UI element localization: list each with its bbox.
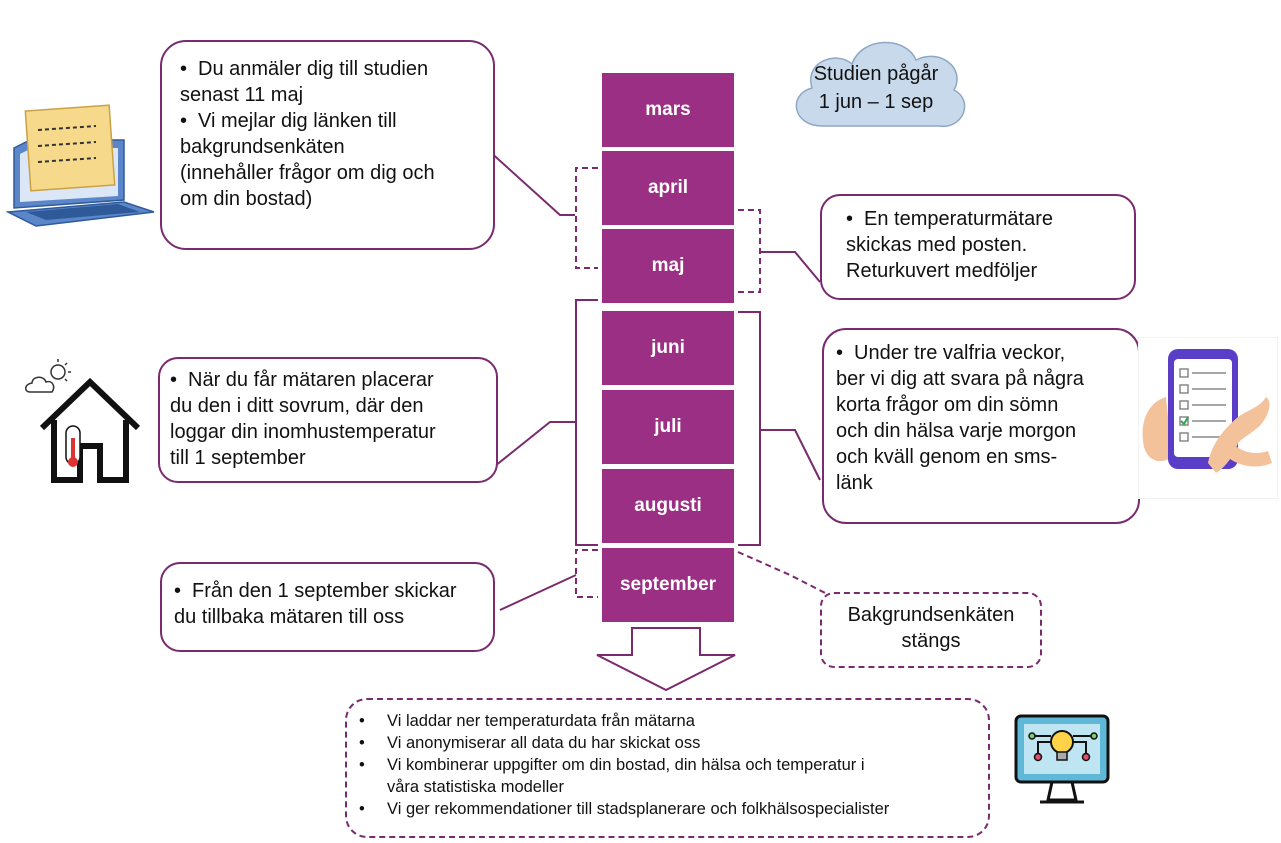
signup-connector <box>487 149 575 216</box>
laptop-icon <box>6 104 155 227</box>
month-juli: juli <box>601 389 735 465</box>
sms-line-2: ber vi dig att svara på några <box>836 368 1084 390</box>
signup-item-1-line-1: Du anmäler dig till studien <box>198 58 429 80</box>
month-maj: maj <box>601 228 735 304</box>
return-line-1: Från den 1 september skickar <box>192 580 457 602</box>
results-item-3-cont: våra statistiska modeller <box>387 778 564 796</box>
results-item-3: Vi kombinerar uppgifter om din bostad, d… <box>387 756 865 774</box>
weather-icon <box>25 359 71 393</box>
return-bubble: •Från den 1 september skickar du tillbak… <box>160 562 495 652</box>
sms-line-6: länk <box>836 472 873 494</box>
bedroom-line-1: När du får mätaren placerar <box>188 369 434 391</box>
bedroom-line-3: loggar din inomhustemperatur <box>170 421 436 443</box>
meter-mail-line-3: Returkuvert medföljer <box>846 260 1038 282</box>
bedroom-bubble: •När du får mätaren placerar du den i di… <box>158 357 498 483</box>
results-item-4: Vi ger rekommendationer till stadsplaner… <box>387 800 890 818</box>
sms-line-1: Under tre valfria veckor, <box>854 342 1066 364</box>
results-item-2: Vi anonymiserar all data du har skickat … <box>387 734 701 752</box>
house-thermometer-icon <box>39 377 141 483</box>
sms-bubble: •Under tre valfria veckor, ber vi dig at… <box>822 328 1140 524</box>
signup-bubble: •Du anmäler dig till studien senast 11 m… <box>160 40 495 250</box>
signup-item-2-line-3: (innehåller frågor om dig och <box>180 162 435 184</box>
return-connector <box>499 574 577 611</box>
meter-mail-connector <box>760 251 821 283</box>
return-line-2: du tillbaka mätaren till oss <box>174 606 405 628</box>
meter-mail-bubble: •En temperaturmätare skickas med posten.… <box>820 194 1136 300</box>
month-mars: mars <box>601 72 735 148</box>
sms-line-5: och kväll genom en sms- <box>836 446 1058 468</box>
results-bubble: •Vi laddar ner temperaturdata från mätar… <box>345 698 990 838</box>
cloud-shape <box>795 41 966 127</box>
down-arrow <box>596 627 736 692</box>
signup-item-2-line-1: Vi mejlar dig länken till <box>198 110 397 132</box>
summer-bracket-left <box>575 299 598 546</box>
summer-bracket-right <box>738 311 761 546</box>
april-may-bracket-left <box>575 167 598 269</box>
bedroom-connector <box>489 421 576 471</box>
september-bracket-left <box>575 549 598 598</box>
signup-item-2-line-4: om din bostad) <box>180 188 313 210</box>
sms-line-4: och din hälsa varje morgon <box>836 420 1077 442</box>
cloud-line-1: Studien pågår <box>813 63 939 85</box>
cloud-line-2: 1 jun – 1 sep <box>818 91 934 113</box>
sms-connector <box>760 429 821 481</box>
closing-line-2: stängs <box>901 630 961 652</box>
month-augusti: augusti <box>601 468 735 544</box>
closing-bubble: Bakgrundsenkäten stängs <box>820 592 1042 668</box>
bedroom-line-2: du den i ditt sovrum, där den <box>170 395 424 417</box>
meter-mail-line-2: skickas med posten. <box>846 234 1028 256</box>
closing-connector <box>737 551 836 599</box>
results-item-1: Vi laddar ner temperaturdata från mätarn… <box>387 712 695 730</box>
signup-item-2-line-2: bakgrundsenkäten <box>180 136 345 158</box>
phone-hand-icon <box>1138 337 1278 499</box>
month-juni: juni <box>601 310 735 386</box>
month-april: april <box>601 150 735 226</box>
closing-line-1: Bakgrundsenkäten <box>847 604 1015 626</box>
signup-item-1-line-2: senast 11 maj <box>180 84 304 106</box>
monitor-bulb-icon <box>1014 714 1110 804</box>
meter-mail-line-1: En temperaturmätare <box>864 208 1053 230</box>
april-may-bracket-right <box>738 209 761 293</box>
month-september: september <box>601 547 735 623</box>
cloud-text: Studien pågår 1 jun – 1 sep <box>800 60 952 116</box>
bedroom-line-4: till 1 september <box>170 447 306 469</box>
sms-line-3: korta frågor om din sömn <box>836 394 1059 416</box>
